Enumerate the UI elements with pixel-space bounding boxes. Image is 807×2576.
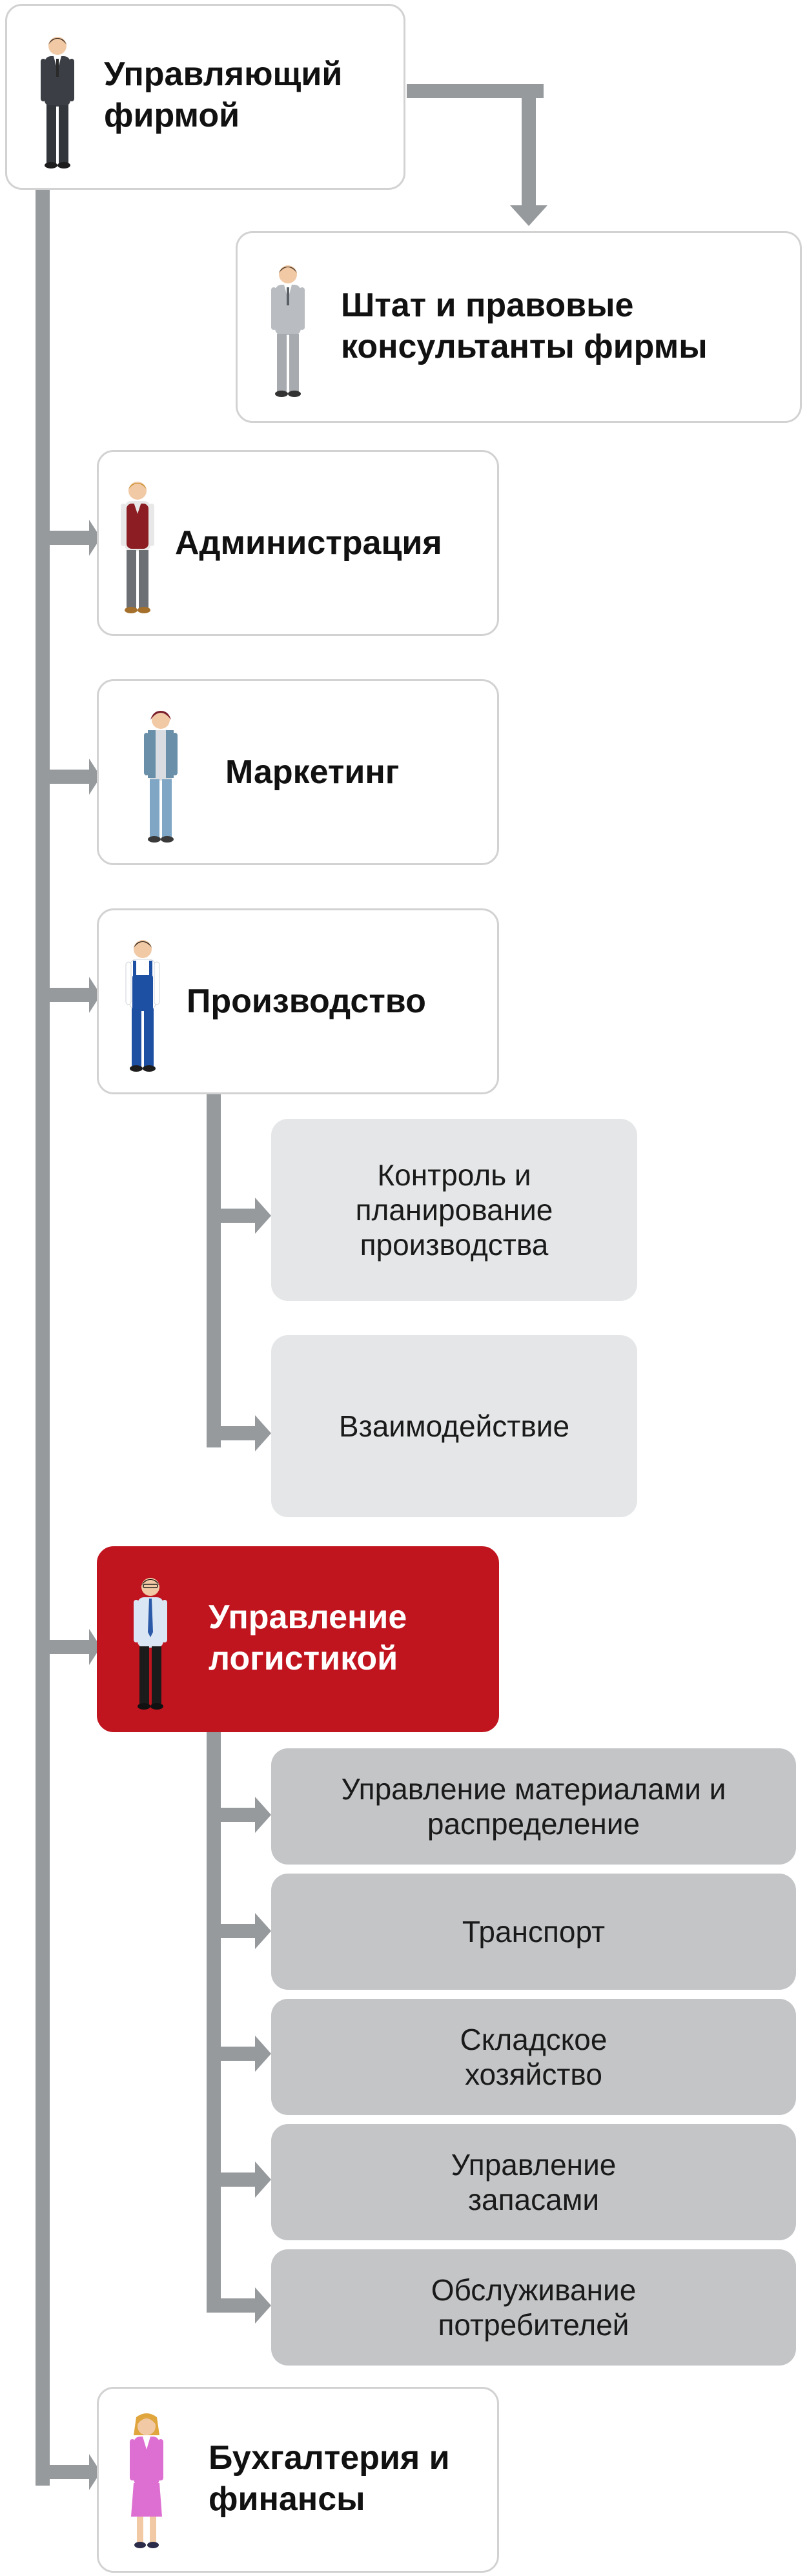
inventory-management-label: Управление запасами: [451, 2148, 617, 2216]
woman-pink-suit-icon: [130, 2413, 163, 2548]
customer-service-label: Обслуживание потребителей: [431, 2273, 637, 2342]
production-planning-box[interactable]: Контроль и планирование производства: [271, 1119, 637, 1301]
materials-distribution-box[interactable]: Управление материалами и распределение: [271, 1748, 796, 1865]
interaction-box[interactable]: Взаимодействие: [271, 1335, 637, 1517]
man-casual-icon: [144, 711, 178, 843]
director-label: Управляющий фирмой: [104, 56, 343, 134]
customer-service-box[interactable]: Обслуживание потребителей: [271, 2249, 796, 2366]
logistics-label: Управление логистикой: [209, 1599, 407, 1677]
materials-distribution-label: Управление материалами и распределение: [341, 1772, 726, 1841]
transport-box[interactable]: Транспорт: [271, 1874, 796, 1990]
inventory-management-box[interactable]: Управление запасами: [271, 2124, 796, 2240]
marketing-label: Маркетинг: [225, 753, 400, 791]
man-dark-suit-icon: [41, 37, 74, 169]
transport-label: Транспорт: [462, 1915, 606, 1948]
man-red-vest-icon: [121, 482, 154, 613]
logistics-box[interactable]: Управление логистикой: [97, 1546, 499, 1732]
finance-box[interactable]: Бухгалтерия и финансы: [97, 2387, 499, 2573]
marketing-box[interactable]: Маркетинг: [97, 679, 499, 865]
staff-box[interactable]: Штат и правовые консультанты фирмы: [236, 231, 802, 423]
production-planning-label: Контроль и планирование производства: [355, 1158, 553, 1262]
staff-label: Штат и правовые консультанты фирмы: [341, 287, 708, 365]
director-box[interactable]: Управляющий фирмой: [5, 4, 405, 190]
administration-label: Администрация: [175, 524, 442, 562]
interaction-label: Взаимодействие: [338, 1409, 570, 1443]
warehousing-label: Складское хозяйство: [460, 2023, 608, 2091]
worker-overalls-icon: [125, 940, 160, 1072]
production-label: Производство: [187, 983, 426, 1020]
administration-box[interactable]: Администрация: [97, 450, 499, 636]
warehousing-box[interactable]: Складское хозяйство: [271, 1999, 796, 2115]
man-gray-suit-icon: [271, 265, 305, 397]
production-box[interactable]: Производство: [97, 908, 499, 1094]
man-white-shirt-tie-icon: [134, 1578, 167, 1710]
finance-label: Бухгалтерия и финансы: [209, 2439, 450, 2518]
